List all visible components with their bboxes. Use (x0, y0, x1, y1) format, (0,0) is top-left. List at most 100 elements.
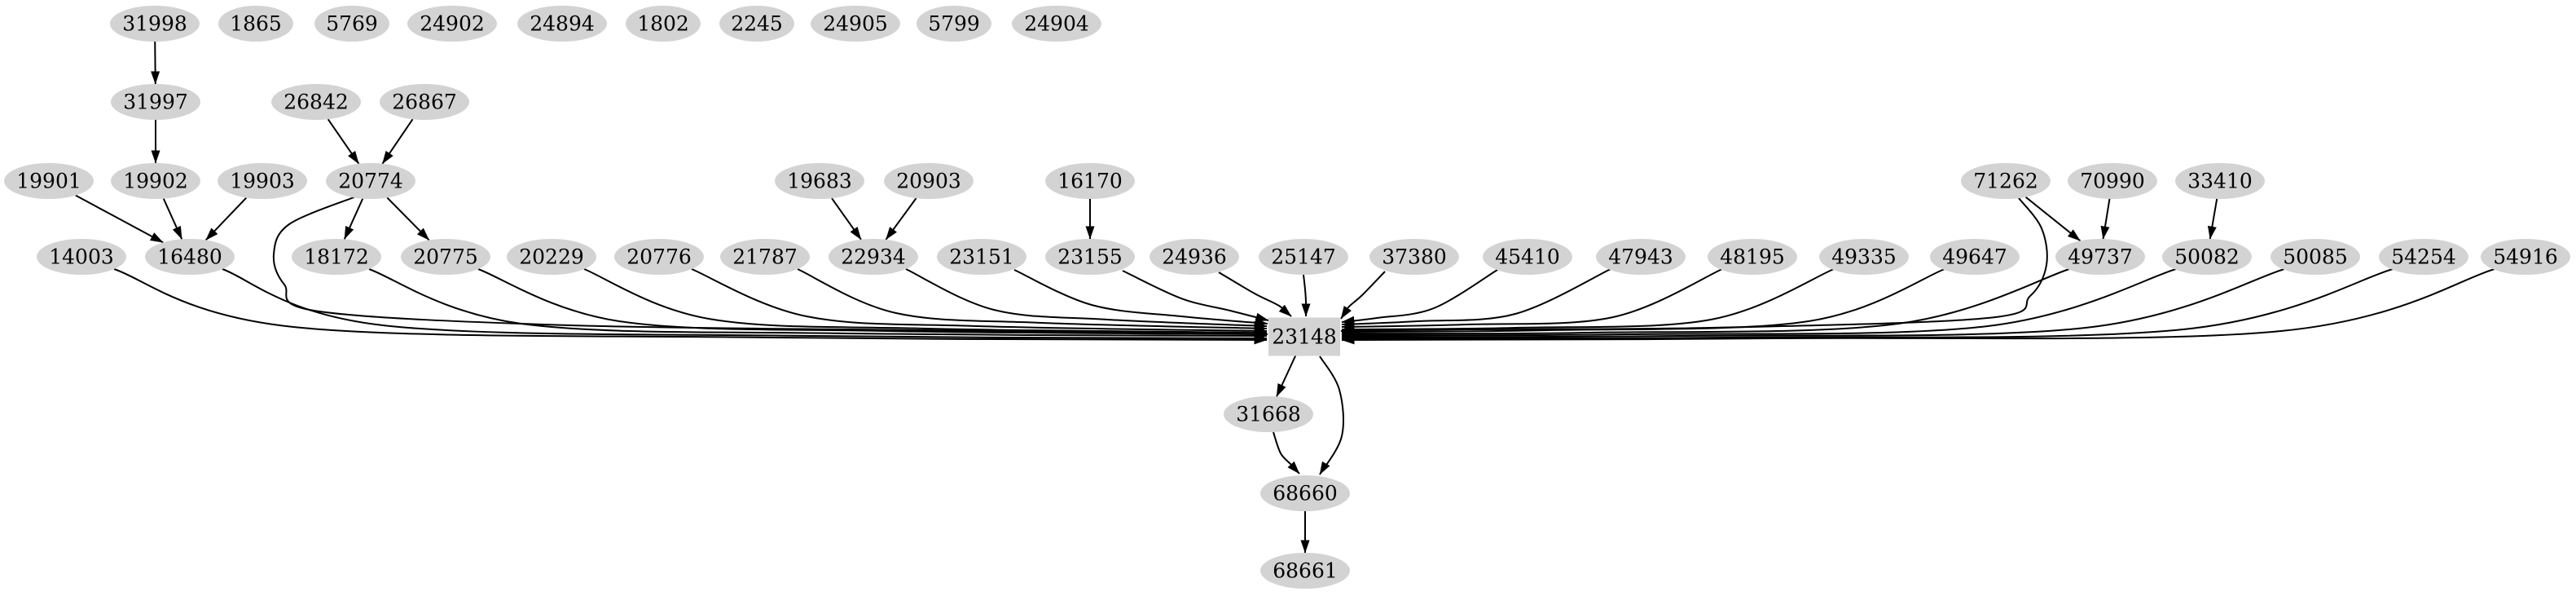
graph-node-31668: 31668 (1224, 396, 1313, 432)
edge-45410-23148 (1341, 269, 1498, 325)
graph-node-24894: 24894 (517, 6, 607, 42)
node-label-22934: 22934 (841, 245, 906, 269)
graph-node-47943: 47943 (1596, 239, 1686, 275)
edge-22934-23148 (905, 268, 1268, 330)
node-ellipse-49647 (1930, 239, 2020, 275)
graph-node-33410: 33410 (2175, 163, 2265, 199)
node-label-24904: 24904 (1024, 12, 1089, 36)
edge-21787-23148 (797, 268, 1268, 333)
graph-node-54916: 54916 (2481, 239, 2570, 275)
edge-47943-23148 (1341, 268, 1611, 329)
node-label-47943: 47943 (1608, 245, 1673, 269)
edge-20776-23148 (691, 268, 1268, 336)
edge-16480-23148 (222, 268, 1268, 343)
node-label-16480: 16480 (157, 245, 222, 269)
graph-node-71262: 71262 (1961, 163, 2051, 199)
node-ellipse-23151 (937, 239, 1026, 275)
node-ellipse-71262 (1961, 163, 2051, 199)
node-ellipse-26867 (380, 84, 469, 120)
node-label-71262: 71262 (1973, 170, 2038, 193)
node-label-31997: 31997 (123, 91, 188, 114)
edge-19683-22934 (831, 197, 862, 241)
edge-31998-31997 (151, 41, 160, 85)
node-label-21787: 21787 (732, 245, 798, 269)
node-label-25147: 25147 (1271, 245, 1336, 269)
node-ellipse-70990 (2068, 163, 2157, 199)
graph-node-20774: 20774 (326, 163, 415, 199)
node-label-49335: 49335 (1831, 245, 1897, 269)
node-ellipse-24904 (1012, 6, 1101, 42)
edge-70990-49737 (2100, 198, 2111, 240)
node-ellipse-50085 (2270, 239, 2360, 275)
edge-20775-23148 (477, 268, 1268, 339)
edge-20774-18172 (343, 198, 364, 240)
node-ellipse-24905 (811, 6, 900, 42)
node-label-24905: 24905 (823, 12, 888, 36)
node-ellipse-48195 (1708, 239, 1797, 275)
node-label-1865: 1865 (230, 12, 282, 36)
edge-49647-23148 (1341, 268, 1945, 337)
node-ellipse-5799 (917, 6, 991, 42)
node-label-54254: 54254 (2391, 245, 2456, 269)
node-ellipse-31997 (111, 84, 200, 120)
graph-node-31997: 31997 (111, 84, 200, 120)
node-ellipse-68661 (1260, 553, 1350, 589)
graph-node-48195: 48195 (1708, 239, 1797, 275)
edge-49335-23148 (1341, 268, 1835, 334)
edge-26867-20774 (381, 118, 414, 165)
edge-20774-20775 (386, 196, 430, 241)
node-label-2245: 2245 (731, 12, 783, 36)
node-ellipse-20775 (401, 239, 490, 275)
node-label-33410: 33410 (2187, 170, 2253, 193)
graph-node-25147: 25147 (1259, 239, 1348, 275)
graph-node-19683: 19683 (775, 163, 864, 199)
node-label-19683: 19683 (787, 170, 852, 193)
graph-node-24936: 24936 (1150, 239, 1239, 275)
node-label-5769: 5769 (326, 12, 378, 36)
node-ellipse-22934 (829, 239, 918, 275)
node-label-24936: 24936 (1162, 245, 1227, 269)
node-label-23148: 23148 (1272, 325, 1337, 349)
node-label-20229: 20229 (519, 245, 584, 269)
node-ellipse-20903 (884, 163, 974, 199)
node-label-45410: 45410 (1495, 245, 1560, 269)
graph-node-23151: 23151 (937, 239, 1026, 275)
edge-14003-23148 (113, 268, 1268, 345)
node-label-1802: 1802 (637, 12, 689, 36)
node-label-37380: 37380 (1382, 245, 1447, 269)
graph-node-26867: 26867 (380, 84, 469, 120)
graph-node-2245: 2245 (719, 6, 794, 42)
node-ellipse-33410 (2175, 163, 2265, 199)
graph-node-21787: 21787 (720, 239, 810, 275)
node-label-20903: 20903 (896, 170, 961, 193)
edge-37380-23148 (1340, 271, 1386, 320)
node-label-23155: 23155 (1057, 245, 1123, 269)
edge-20774-23148 (272, 196, 1268, 339)
node-label-68660: 68660 (1273, 482, 1338, 505)
node-label-20774: 20774 (338, 170, 403, 193)
node-label-26842: 26842 (284, 91, 349, 114)
node-label-68661: 68661 (1273, 559, 1338, 583)
node-ellipse-37380 (1369, 239, 1459, 275)
edge-54254-23148 (1341, 268, 2394, 343)
node-ellipse-49335 (1819, 239, 1909, 275)
node-ellipse-68660 (1260, 475, 1350, 511)
node-label-49647: 49647 (1942, 245, 2007, 269)
graph-node-31998: 31998 (110, 6, 200, 42)
edge-20229-23148 (583, 268, 1268, 338)
node-ellipse-21787 (720, 239, 810, 275)
graph-node-68660: 68660 (1260, 475, 1350, 511)
edge-54916-23148 (1341, 268, 2495, 345)
edge-19901-16480 (75, 194, 164, 244)
graph-node-5769: 5769 (314, 6, 389, 42)
node-ellipse-54916 (2481, 239, 2570, 275)
node-ellipse-16480 (145, 239, 235, 275)
node-label-31998: 31998 (122, 12, 187, 36)
node-label-20776: 20776 (626, 245, 692, 269)
node-label-54916: 54916 (2493, 245, 2558, 269)
graph-node-24905: 24905 (811, 6, 900, 42)
node-label-23151: 23151 (949, 245, 1014, 269)
node-ellipse-19903 (218, 163, 307, 199)
